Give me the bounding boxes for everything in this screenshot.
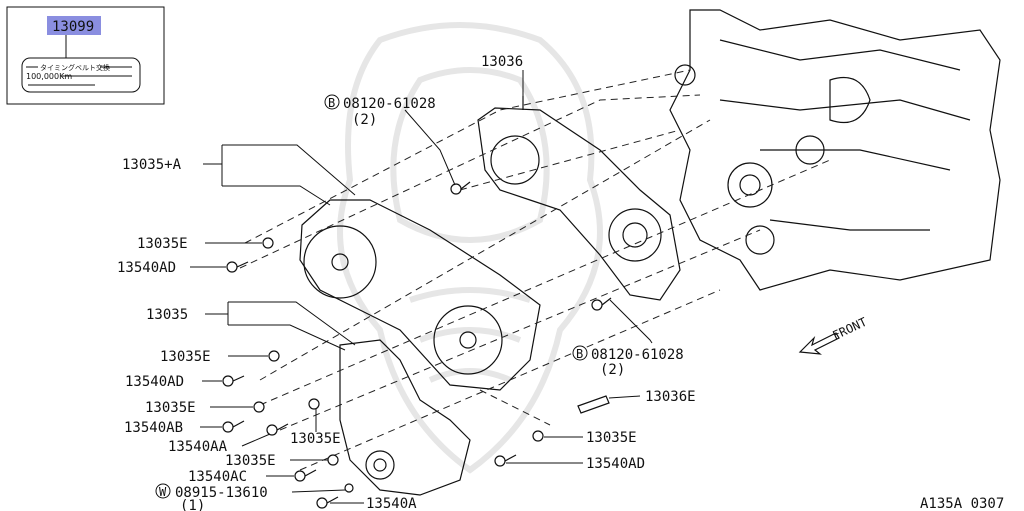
grommet-13035E-3: [253, 401, 265, 413]
inset-interval: 100,000Km: [26, 72, 72, 81]
label-13035E-5[interactable]: 13035E: [225, 453, 276, 469]
bolt-08120-bottom: [591, 299, 603, 311]
dowel-13036E: [577, 395, 610, 414]
label-13540A[interactable]: 13540A: [366, 496, 417, 511]
grommet-13035E-5: [327, 454, 339, 466]
inset-caption: タイミングベルト交換: [40, 63, 110, 72]
washer-08915: [344, 483, 354, 493]
label-13035E-1[interactable]: 13035E: [137, 236, 188, 252]
label-13035E-3[interactable]: 13035E: [145, 400, 196, 416]
label-08120-top-qty: (2): [352, 112, 377, 128]
leader-lines: [190, 70, 653, 504]
grommet-13035E-2: [268, 350, 280, 362]
label-13035E-2[interactable]: 13035E: [160, 349, 211, 365]
b-symbol-icon-2: [572, 345, 588, 361]
label-08915[interactable]: 08915-13610: [175, 485, 268, 501]
upper-front-cover: [299, 199, 541, 391]
b-symbol-text-2: B: [576, 347, 583, 361]
b-symbol-icon: [324, 94, 340, 110]
bolt-13540AD-3: [494, 455, 506, 467]
bolt-13540AA: [266, 424, 278, 436]
label-08120-bottom-qty: (2): [600, 362, 625, 378]
label-13540AA[interactable]: 13540AA: [168, 439, 228, 455]
front-direction-indicator: FRONT: [798, 315, 869, 355]
w-symbol-icon: [155, 483, 171, 499]
bolt-13540AC: [294, 470, 306, 482]
label-08120-bottom[interactable]: 08120-61028: [591, 347, 684, 363]
bolt-13540AD-1: [226, 261, 238, 273]
grommet-13035E-6: [532, 430, 544, 442]
label-13036[interactable]: 13036: [481, 54, 523, 70]
lower-front-cover: [339, 339, 471, 496]
part-labels: 13036 B 08120-61028 (2) 13035+A 13035E 1…: [117, 54, 696, 511]
bolt-13540AB: [222, 421, 234, 433]
front-arrow-icon: [798, 332, 840, 355]
label-13540AC[interactable]: 13540AC: [188, 469, 247, 485]
label-08915-qty: (1): [180, 498, 205, 511]
label-13036E[interactable]: 13036E: [645, 389, 696, 405]
label-08120-top[interactable]: 08120-61028: [343, 96, 436, 112]
rear-belt-cover: [477, 96, 681, 301]
part-highlight: [47, 16, 101, 35]
grommet-13035E-4: [308, 398, 320, 410]
fasteners: [222, 181, 612, 509]
grommet-13035E-1: [262, 237, 274, 249]
watermark-crest: [337, 22, 603, 474]
label-13035A[interactable]: 13035+A: [122, 157, 182, 173]
inset-box: 13099 タイミングベルト交換 100,000Km: [6, 6, 165, 105]
bolt-13540A: [316, 497, 328, 509]
diagram-code: A135A 0307: [920, 496, 1004, 511]
w-symbol-text: W: [159, 485, 167, 499]
label-13035E-4[interactable]: 13035E: [290, 431, 341, 447]
label-13035[interactable]: 13035: [146, 307, 188, 323]
label-13035E-6[interactable]: 13035E: [586, 430, 637, 446]
label-13540AD-3[interactable]: 13540AD: [586, 456, 645, 472]
front-label: FRONT: [830, 315, 869, 343]
bolt-13540AD-2: [222, 375, 234, 387]
alignment-lines: [239, 69, 831, 471]
inset-part-number[interactable]: 13099: [52, 19, 94, 35]
label-13540AB[interactable]: 13540AB: [124, 420, 183, 436]
bolt-08120-top: [450, 183, 462, 195]
label-13540AD-1[interactable]: 13540AD: [117, 260, 176, 276]
label-13540AD-2[interactable]: 13540AD: [125, 374, 184, 390]
b-symbol-text: B: [328, 96, 335, 110]
engine-block: [669, 9, 1001, 291]
